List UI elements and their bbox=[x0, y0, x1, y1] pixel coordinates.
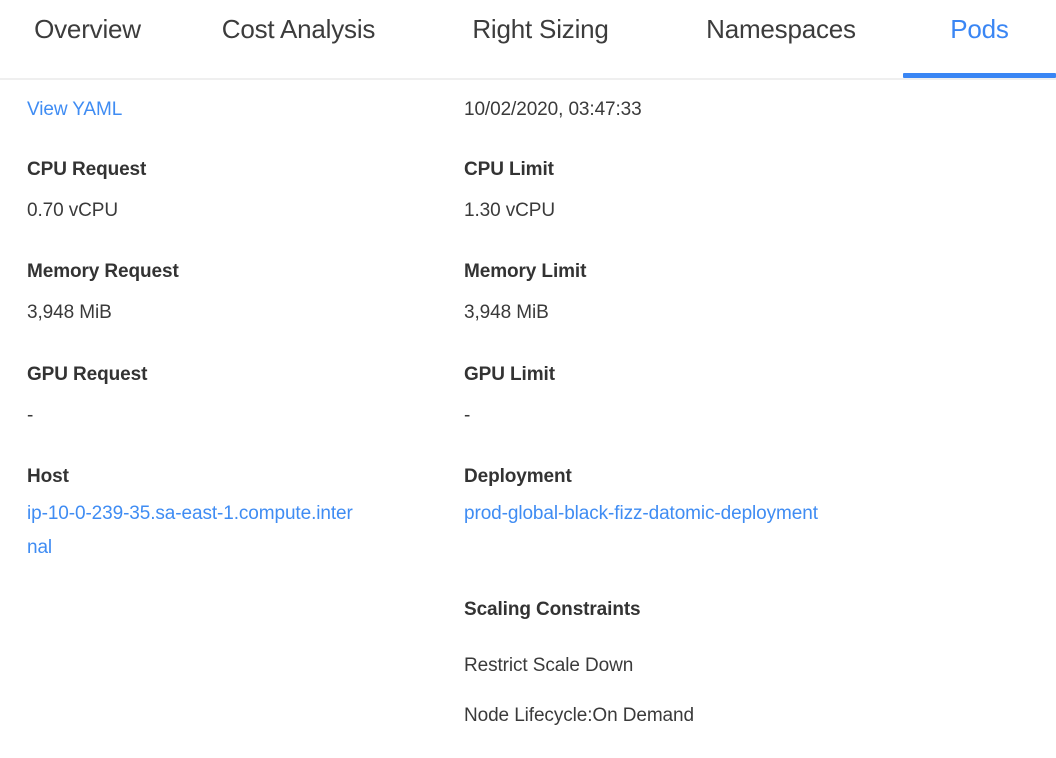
tab-namespaces[interactable]: Namespaces bbox=[659, 0, 903, 78]
gpu-request-value: - bbox=[27, 405, 34, 426]
field-cpu-limit: CPU Limit 1.30 vCPU bbox=[464, 158, 555, 224]
gpu-limit-label: GPU Limit bbox=[464, 364, 555, 385]
host-label: Host bbox=[27, 466, 69, 487]
field-cpu-request: CPU Request 0.70 vCPU bbox=[27, 158, 146, 224]
timestamp-row: 10/02/2020, 03:47:33 bbox=[464, 93, 642, 127]
host-link[interactable]: ip-10-0-239-35.sa-east-1.compute.interna… bbox=[27, 503, 353, 558]
scaling-constraints-title: Scaling Constraints bbox=[464, 599, 641, 620]
gpu-request-label: GPU Request bbox=[27, 364, 148, 385]
deployment-label: Deployment bbox=[464, 466, 572, 487]
cpu-request-value: 0.70 vCPU bbox=[27, 200, 118, 221]
tab-bar: Overview Cost Analysis Right Sizing Name… bbox=[0, 0, 1056, 80]
pod-start-timestamp: 10/02/2020, 03:47:33 bbox=[464, 99, 642, 120]
field-memory-limit: Memory Limit 3,948 MiB bbox=[464, 260, 586, 326]
tab-cost-analysis[interactable]: Cost Analysis bbox=[175, 0, 422, 78]
cpu-limit-label: CPU Limit bbox=[464, 159, 554, 180]
view-yaml-link[interactable]: View YAML bbox=[27, 99, 123, 120]
pod-details-content: View YAML CPU Request 0.70 vCPU Memory R… bbox=[0, 80, 1056, 758]
tab-right-sizing-label: Right Sizing bbox=[472, 14, 609, 44]
field-gpu-request: GPU Request - bbox=[27, 363, 147, 429]
tab-overview[interactable]: Overview bbox=[0, 0, 175, 78]
tab-bar-divider bbox=[0, 78, 1056, 80]
memory-limit-label: Memory Limit bbox=[464, 261, 587, 282]
tab-cost-analysis-label: Cost Analysis bbox=[221, 14, 376, 44]
scaling-constraints-section: Scaling Constraints Restrict Scale Down … bbox=[464, 598, 694, 728]
field-deployment: Deployment prod-global-black-fizz-datomi… bbox=[464, 465, 844, 531]
tab-namespaces-label: Namespaces bbox=[706, 14, 856, 44]
memory-request-value: 3,948 MiB bbox=[27, 302, 112, 323]
scaling-constraint-restrict-scale-down: Restrict Scale Down bbox=[464, 655, 634, 676]
deployment-link[interactable]: prod-global-black-fizz-datomic-deploymen… bbox=[464, 503, 818, 524]
tab-pods[interactable]: Pods bbox=[903, 0, 1056, 78]
cpu-limit-value: 1.30 vCPU bbox=[464, 200, 555, 221]
scaling-constraint-node-lifecycle: Node Lifecycle:On Demand bbox=[464, 705, 694, 726]
tab-right-sizing[interactable]: Right Sizing bbox=[422, 0, 659, 78]
tab-overview-label: Overview bbox=[34, 14, 141, 44]
field-gpu-limit: GPU Limit - bbox=[464, 363, 555, 429]
view-yaml-row: View YAML bbox=[27, 93, 122, 127]
field-host: Host ip-10-0-239-35.sa-east-1.compute.in… bbox=[27, 465, 357, 565]
cpu-request-label: CPU Request bbox=[27, 159, 147, 180]
memory-request-label: Memory Request bbox=[27, 261, 179, 282]
gpu-limit-value: - bbox=[464, 405, 471, 426]
field-memory-request: Memory Request 3,948 MiB bbox=[27, 260, 179, 326]
active-tab-indicator bbox=[903, 73, 1056, 78]
tab-list: Overview Cost Analysis Right Sizing Name… bbox=[0, 0, 1056, 78]
tab-pods-label: Pods bbox=[950, 14, 1009, 44]
memory-limit-value: 3,948 MiB bbox=[464, 302, 549, 323]
